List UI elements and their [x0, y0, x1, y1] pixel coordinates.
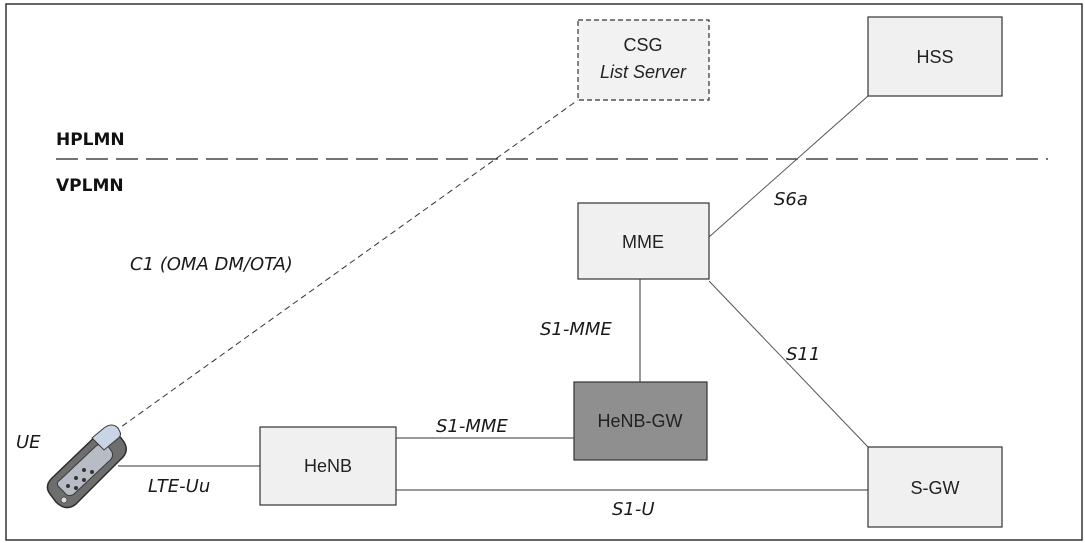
list-server-label: List Server: [600, 62, 687, 82]
s6a-interface-label: S6a: [774, 189, 808, 210]
mme-label: MME: [622, 232, 664, 252]
vplmn-label: VPLMN: [56, 176, 124, 196]
henb-gw-node: HeNB-GW: [573, 381, 708, 461]
link-c1: [113, 99, 579, 433]
c1-interface-label: C1 (OMA DM/OTA): [130, 254, 293, 275]
csg-label: CSG: [623, 35, 662, 55]
henb-gw-box: [573, 381, 708, 461]
lte-uu-interface-label: LTE-Uu: [148, 476, 210, 497]
henb-node: HeNB: [259, 426, 397, 506]
hss-label: HSS: [916, 47, 953, 67]
link-s6a: [708, 95, 869, 238]
diagram-frame: [5, 3, 1083, 541]
s1-mme-vertical-label: S1-MME: [540, 319, 612, 340]
sgw-label: S-GW: [911, 478, 960, 498]
mobile-phone-icon: [46, 424, 127, 509]
s1-mme-horizontal-label: S1-MME: [436, 416, 508, 437]
mme-box: [577, 202, 710, 280]
henb-label: HeNB: [304, 456, 352, 476]
csg-list-server-node: CSG List Server: [577, 19, 710, 101]
hplmn-label: HPLMN: [56, 130, 125, 150]
mme-node: MME: [577, 202, 710, 280]
s1-u-interface-label: S1-U: [612, 499, 655, 520]
hss-box: [867, 16, 1003, 97]
henb-gw-label: HeNB-GW: [598, 411, 683, 431]
ue-label: UE: [16, 432, 41, 453]
sgw-box: [867, 446, 1003, 528]
hss-node: HSS: [867, 16, 1003, 97]
link-s11: [708, 280, 869, 448]
sgw-node: S-GW: [867, 446, 1003, 528]
s11-interface-label: S11: [786, 344, 820, 365]
csg-list-server-box: [577, 19, 710, 101]
henb-box: [259, 426, 397, 506]
